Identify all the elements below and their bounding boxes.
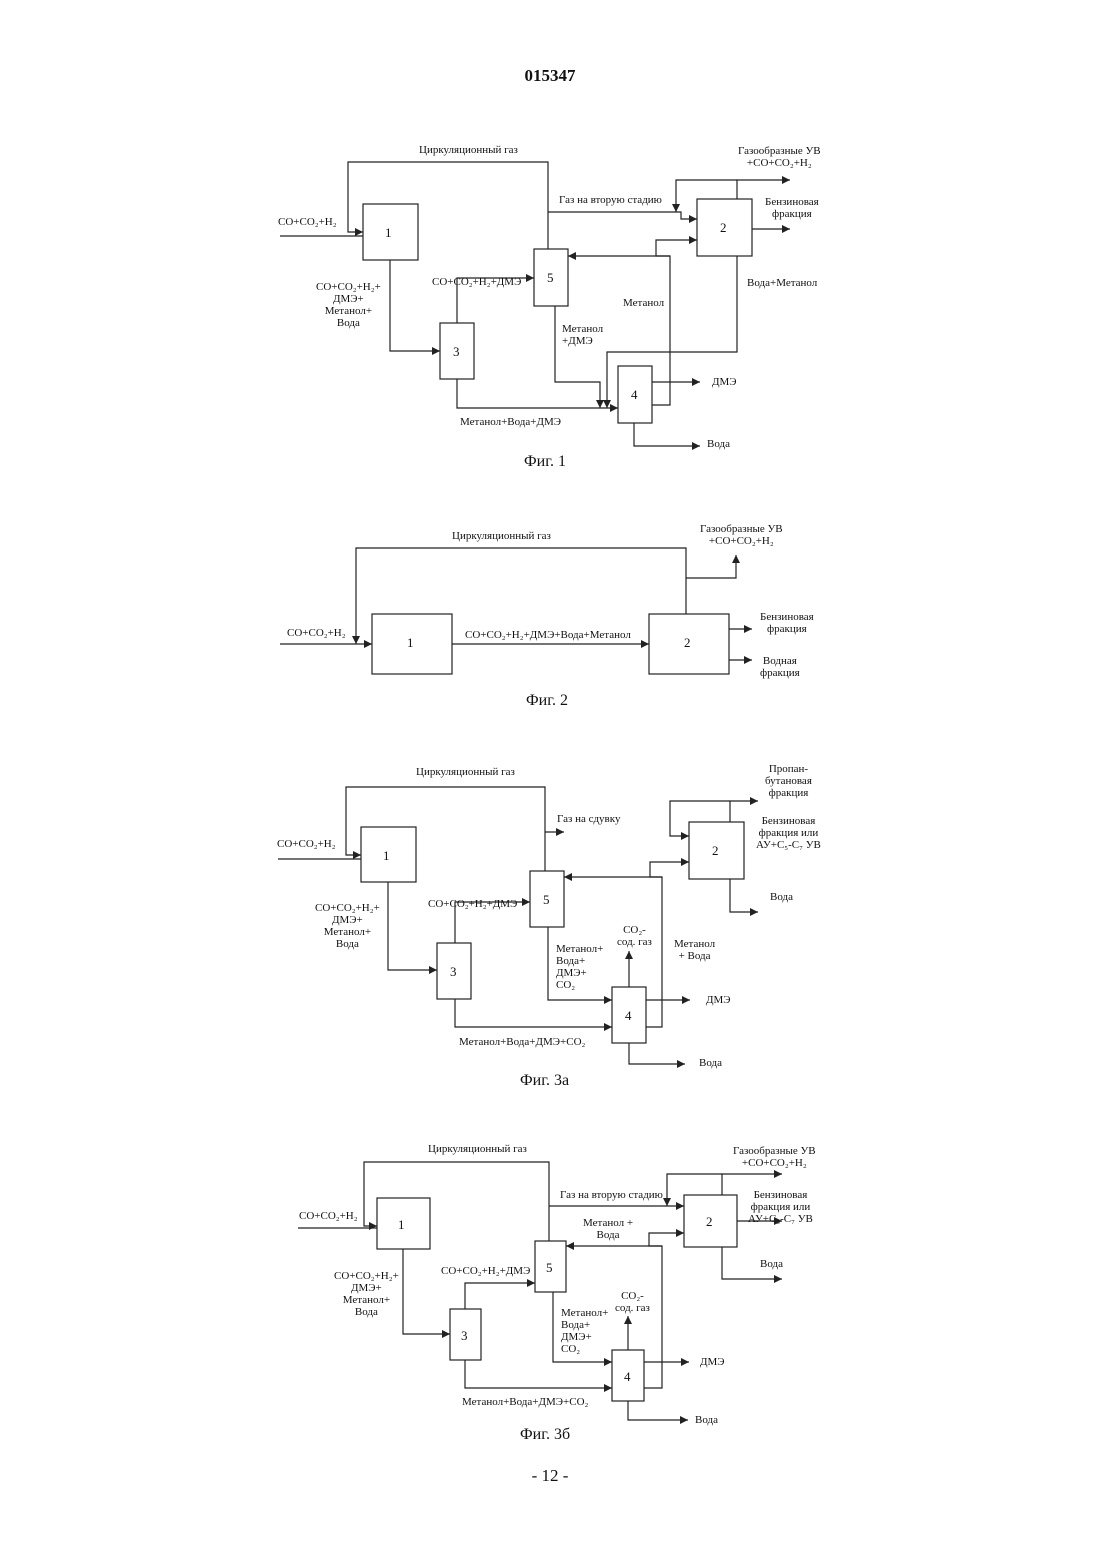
block-5: 5 <box>546 1260 553 1276</box>
label-water: Вода <box>695 1414 718 1426</box>
label-gasoline-fraction: Бензиновая фракция или АУ+C₅-C₇ УВ <box>748 1189 813 1225</box>
block-3: 3 <box>461 1328 468 1344</box>
label-water-top: Вода <box>760 1258 783 1270</box>
label-circulation-gas: Циркуляционный газ <box>428 1143 527 1155</box>
page-footer: - 12 - <box>0 1466 1100 1486</box>
label-stream-5-4: Метанол+ Вода+ ДМЭ+ CO₂ <box>561 1307 608 1355</box>
label-stream-3-5: CO+CO₂+H₂+ДМЭ <box>441 1265 530 1277</box>
label-methanol-water: Метанол + Вода <box>583 1217 633 1241</box>
block-1: 1 <box>398 1217 405 1233</box>
figure-3b-diagram <box>0 0 1100 1460</box>
label-gaseous-hc: Газообразные УВ +CO+CO₂+H₂ <box>733 1145 816 1169</box>
label-gas-second-stage: Газ на вторую стадию <box>560 1189 663 1201</box>
block-4: 4 <box>624 1369 631 1385</box>
label-stream-1-3: CO+CO₂+H₂+ ДМЭ+ Метанол+ Вода <box>334 1270 399 1318</box>
block-2: 2 <box>706 1214 713 1230</box>
label-stream-3-4: Метанол+Вода+ДМЭ+CO₂ <box>462 1396 588 1408</box>
label-co2-gas: CO₂- сод. газ <box>615 1290 650 1314</box>
figure-3b: 1 2 3 4 5 Циркуляционный газ Газообразны… <box>0 0 1100 1460</box>
label-dme: ДМЭ <box>700 1356 725 1368</box>
label-feed: CO+CO₂+H₂ <box>299 1210 358 1222</box>
figure-3b-caption: Фиг. 3б <box>520 1426 570 1444</box>
